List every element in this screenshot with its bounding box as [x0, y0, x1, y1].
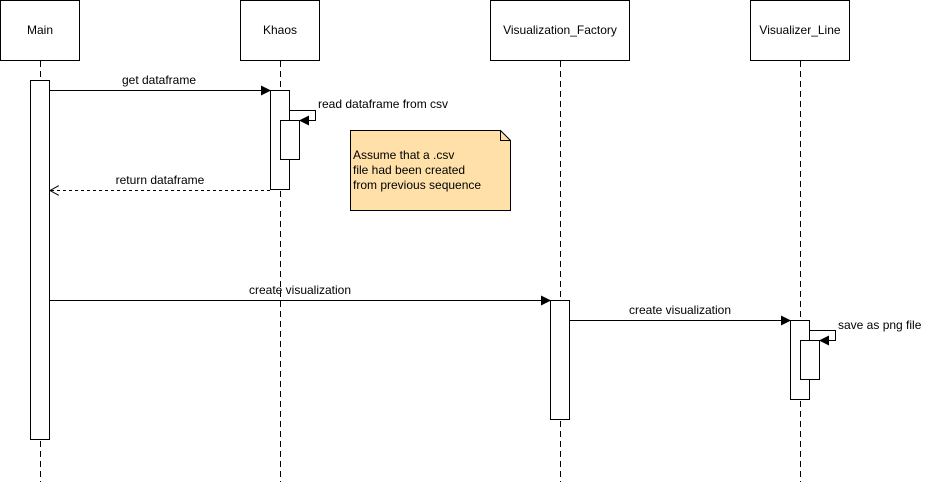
message-create-visualization-to-factory[interactable]: create visualization [50, 283, 551, 306]
activation-main [30, 80, 50, 440]
participant-visualizer-line-label: Visualizer_Line [759, 23, 840, 37]
participant-khaos-box [240, 0, 320, 61]
message-create-visualization-1-label: create visualization [249, 283, 351, 297]
participant-main-box [0, 0, 80, 61]
note-line-3: from previous sequence [353, 178, 481, 192]
participant-visualization-factory[interactable]: Visualization_Factory [490, 0, 630, 61]
activation-khaos-self [280, 120, 300, 160]
message-save-png-arrow [810, 330, 836, 346]
message-read-dataframe-label: read dataframe from csv [318, 97, 448, 111]
participant-visualizer-line-box [750, 0, 850, 61]
activation-visualizer-line-self [800, 340, 820, 380]
participant-visualization-factory-box [490, 0, 630, 61]
participant-khaos-label: Khaos [263, 23, 297, 37]
message-return-dataframe-label: return dataframe [116, 173, 205, 187]
message-return-dataframe[interactable]: return dataframe [50, 173, 270, 191]
message-read-dataframe-from-csv[interactable]: read dataframe from csv [290, 97, 448, 126]
participant-main-label: Main [27, 23, 53, 37]
message-get-dataframe-label: get dataframe [122, 73, 196, 87]
activation-visualization-factory [550, 300, 570, 420]
note-line-1: Assume that a .csv [353, 148, 454, 162]
note-body [350, 130, 511, 211]
participant-main[interactable]: Main [0, 0, 80, 61]
note-fold [500, 130, 511, 141]
message-create-visualization-to-line[interactable]: create visualization [570, 303, 791, 326]
message-save-png-label: save as png file [838, 318, 922, 332]
participant-khaos[interactable]: Khaos [240, 0, 320, 61]
note-line-2: file had been created [353, 163, 465, 177]
participant-visualization-factory-label: Visualization_Factory [503, 23, 617, 37]
message-create-visualization-2-label: create visualization [629, 303, 731, 317]
note[interactable]: Assume that a .csv file had been created… [350, 130, 511, 211]
message-read-dataframe-arrow [290, 110, 316, 126]
message-save-as-png-file[interactable]: save as png file [810, 318, 922, 346]
message-get-dataframe[interactable]: get dataframe [50, 73, 271, 96]
participant-visualizer-line[interactable]: Visualizer_Line [750, 0, 850, 61]
